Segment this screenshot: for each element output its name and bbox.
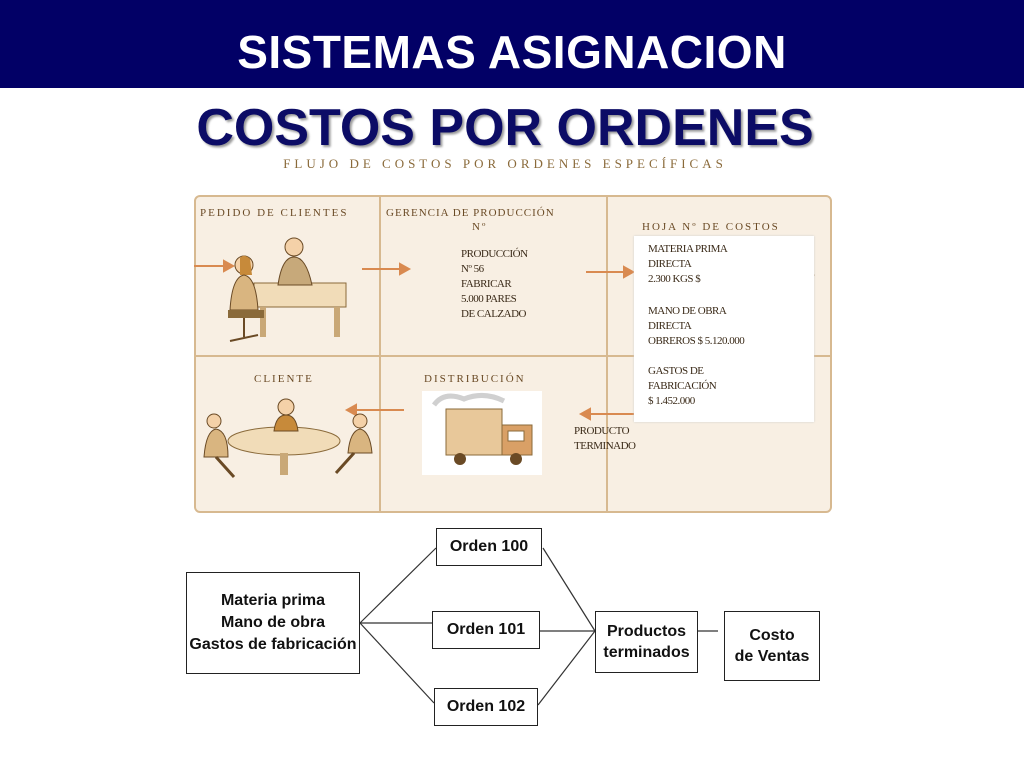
title-bar: [0, 0, 1024, 88]
input-costs-text: Materia prima Mano de obra Gastos de fab…: [189, 592, 357, 653]
slide-title: SISTEMAS ASIGNACION: [237, 26, 787, 78]
order-101-box: Orden 101: [432, 611, 540, 649]
costo-ventas-text: Costo de Ventas: [734, 627, 810, 665]
panel-divider: [196, 355, 830, 357]
pedido-label: PEDIDO DE CLIENTES: [200, 207, 349, 219]
input-costs-box: Materia prima Mano de obra Gastos de fab…: [186, 572, 360, 674]
costo-ventas-box: Costo de Ventas: [724, 611, 820, 681]
distribucion-label: DISTRIBUCIÓN: [424, 373, 526, 385]
mano-obra-text: MANO DE OBRA DIRECTA OBREROS $ 5.120.000: [648, 305, 745, 347]
order-label: Orden 102: [446, 698, 526, 715]
panel-divider: [606, 197, 608, 511]
gerencia-label: GERENCIA DE PRODUCCIÓN: [386, 207, 555, 219]
arrow-icon: [194, 259, 636, 279]
order-label: Orden 101: [446, 621, 526, 638]
flow-subtitle: FLUJO DE COSTOS POR ORDENES ESPECÍFICAS: [283, 156, 727, 171]
order-102-box: Orden 102: [434, 688, 538, 726]
panel-divider: [379, 197, 381, 511]
order-100-box: Orden 100: [436, 528, 542, 566]
cliente-label: CLIENTE: [254, 373, 314, 385]
delivery-truck-illustration: [422, 391, 542, 475]
gastos-fabricacion-text: GASTOS DE FABRICACIÓN $ 1.452.000: [648, 365, 717, 407]
hoja-costos-label: HOJA Nº DE COSTOS: [642, 221, 780, 233]
slide-subtitle: COSTOS POR ORDENES: [196, 99, 814, 157]
materia-prima-text: MATERIA PRIMA DIRECTA 2.300 KGS $: [648, 243, 728, 285]
gerencia-number: Nº: [472, 221, 488, 233]
productos-terminados-text: Productos terminados: [603, 623, 690, 661]
cost-sheet: MATERIA PRIMA DIRECTA 2.300 KGS $ MANO D…: [634, 236, 814, 422]
produccion-text: PRODUCCIÓN Nº 56 FABRICAR 5.000 PARES DE…: [461, 248, 528, 320]
order-label: Orden 100: [449, 538, 529, 555]
productos-terminados-box: Productos terminados: [595, 611, 698, 673]
arrow-icon: [344, 403, 638, 421]
meeting-scene-illustration: [203, 398, 373, 479]
office-scene-illustration: [228, 237, 347, 342]
producto-terminado-text: PRODUCTO TERMINADO: [574, 425, 636, 452]
